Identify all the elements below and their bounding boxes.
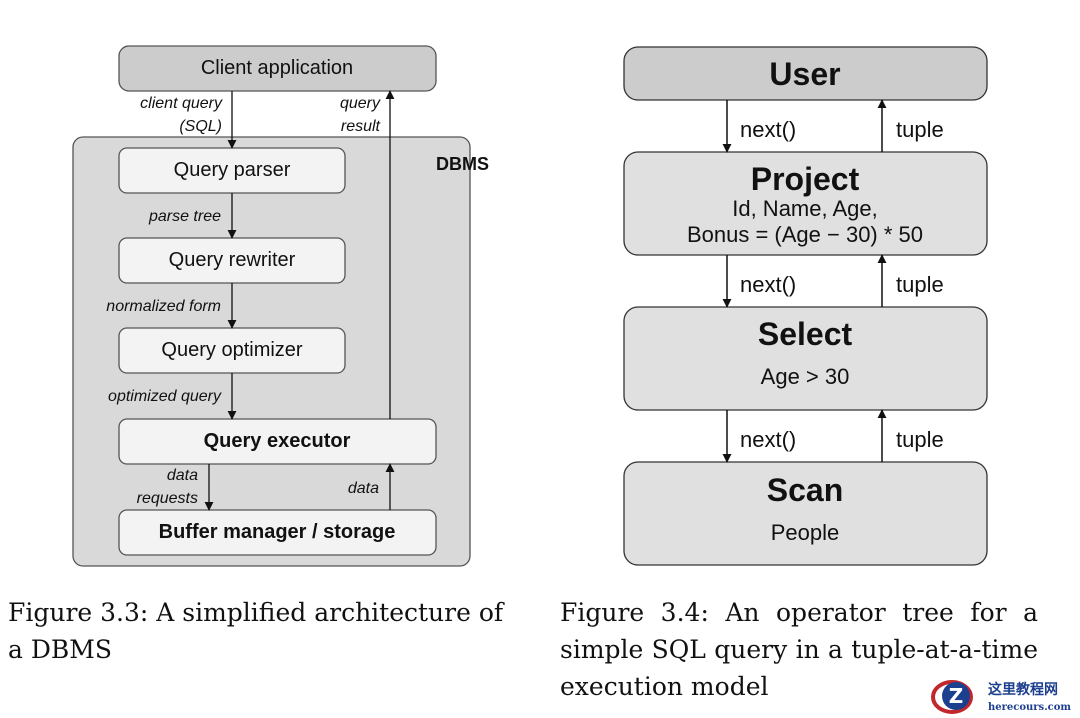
select-label: Select xyxy=(758,316,853,352)
next-label-3: next() xyxy=(740,427,796,452)
select-predicate: Age > 30 xyxy=(761,364,850,389)
project-bonus: Bonus = (Age − 30) * 50 xyxy=(687,222,923,247)
operator-tree-diagram: User Project Id, Name, Age, Bonus = (Age… xyxy=(623,46,988,566)
query-parser-label: Query parser xyxy=(174,159,291,181)
arrows-left xyxy=(204,90,395,511)
data-up-label: data xyxy=(348,480,379,497)
project-label: Project xyxy=(751,161,860,197)
data-requests-label-1: data xyxy=(167,467,198,484)
dbms-label: DBMS xyxy=(436,154,489,174)
watermark-cn: 这里教程网 xyxy=(988,681,1058,698)
tuple-label-3: tuple xyxy=(896,427,944,452)
query-optimizer-label: Query optimizer xyxy=(161,339,302,361)
scan-table: People xyxy=(771,520,840,545)
project-columns: Id, Name, Age, xyxy=(732,196,878,221)
next-label-2: next() xyxy=(740,272,796,297)
user-box xyxy=(623,46,988,101)
query-executor-box xyxy=(118,418,437,465)
arrows-right xyxy=(722,99,887,463)
buffer-manager-label: Buffer manager / storage xyxy=(159,521,396,543)
next-label-1: next() xyxy=(740,117,796,142)
tuple-label-2: tuple xyxy=(896,272,944,297)
normalized-form-label: normalized form xyxy=(106,298,221,315)
result-label: result xyxy=(341,118,381,135)
user-label: User xyxy=(769,56,840,92)
select-box xyxy=(623,306,988,411)
optimized-query-label: optimized query xyxy=(108,388,222,405)
scan-box xyxy=(623,461,988,566)
query-rewriter-label: Query rewriter xyxy=(169,249,296,271)
svg-text:Z: Z xyxy=(949,684,964,708)
project-box xyxy=(623,151,988,256)
z-logo-icon: Z 这里教程网 herecours.com xyxy=(931,680,1071,714)
parse-tree-label: parse tree xyxy=(148,208,221,225)
client-query-label: client query xyxy=(140,95,223,112)
figure-3-4-caption: Figure 3.4: An operator tree for a simpl… xyxy=(560,598,1038,701)
client-application-label: Client application xyxy=(201,57,353,79)
query-executor-label: Query executor xyxy=(204,430,351,452)
watermark-logo: Z 这里教程网 herecours.com xyxy=(930,676,1080,718)
query-label: query xyxy=(340,95,381,112)
buffer-manager-box xyxy=(118,509,437,556)
architecture-diagram: Client application DBMS Query parser Que… xyxy=(72,45,489,567)
sql-label: (SQL) xyxy=(179,118,222,135)
client-application-box xyxy=(118,45,437,92)
figure-3-3-caption: Figure 3.3: A simplified architecture of… xyxy=(8,598,504,664)
scan-label: Scan xyxy=(767,472,843,508)
data-requests-label-2: requests xyxy=(137,490,198,507)
watermark-en: herecours.com xyxy=(988,702,1071,713)
tuple-label-1: tuple xyxy=(896,117,944,142)
